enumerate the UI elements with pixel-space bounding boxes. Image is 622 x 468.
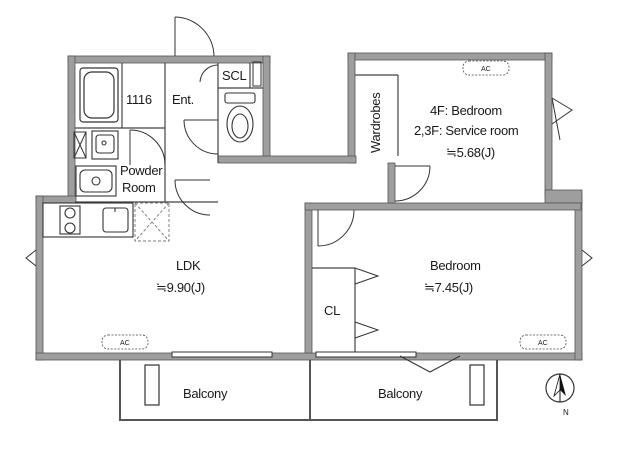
bedroom-4f-label: 4F: Bedroom bbox=[430, 103, 502, 118]
ldk-label: LDK bbox=[176, 258, 201, 273]
partitions bbox=[75, 63, 399, 353]
bedroom-4f-area: ≒5.68(J) bbox=[446, 145, 495, 160]
washing-machine-pan bbox=[75, 165, 117, 197]
bedroom-label: Bedroom bbox=[430, 258, 481, 273]
kitchen-counter bbox=[42, 202, 134, 238]
bedroom-area: ≒7.45(J) bbox=[424, 280, 473, 295]
balcony-posts bbox=[144, 364, 485, 406]
toilet bbox=[224, 92, 256, 143]
walls bbox=[35, 52, 583, 361]
compass-north-label: N bbox=[563, 408, 569, 417]
unit-number: 1116 bbox=[126, 92, 152, 107]
ac-label-ldk: AC bbox=[120, 340, 130, 347]
washbasin bbox=[91, 130, 119, 160]
balcony-left-label: Balcony bbox=[183, 386, 228, 401]
bathtub bbox=[79, 67, 119, 123]
ac-label-bedroom: AC bbox=[538, 340, 548, 347]
room-labels: 1116 Ent. SCL Wardrobes 4F: Bedroom 2,3F… bbox=[120, 66, 569, 417]
fridge-space bbox=[134, 202, 170, 242]
powder-room-label-line2: Room bbox=[122, 180, 155, 195]
powder-room-label-line1: Powder bbox=[120, 163, 163, 178]
entrance-label: Ent. bbox=[172, 92, 194, 107]
balconies bbox=[119, 360, 498, 421]
balcony-right-label: Balcony bbox=[378, 386, 423, 401]
shoe-closet-label: SCL bbox=[222, 68, 246, 83]
windows bbox=[25, 97, 593, 373]
service-room-label: 2,3F: Service room bbox=[414, 123, 518, 138]
ac-markers bbox=[101, 60, 567, 350]
ac-label-4f-bedroom: AC bbox=[481, 66, 491, 73]
compass bbox=[545, 373, 575, 403]
wardrobes-label: Wardrobes bbox=[368, 92, 383, 153]
scl-shelf bbox=[252, 61, 262, 87]
doors bbox=[129, 16, 431, 339]
closet-label: CL bbox=[324, 303, 340, 318]
pipe-shaft bbox=[73, 131, 87, 159]
ldk-area: ≒9.90(J) bbox=[156, 280, 205, 295]
